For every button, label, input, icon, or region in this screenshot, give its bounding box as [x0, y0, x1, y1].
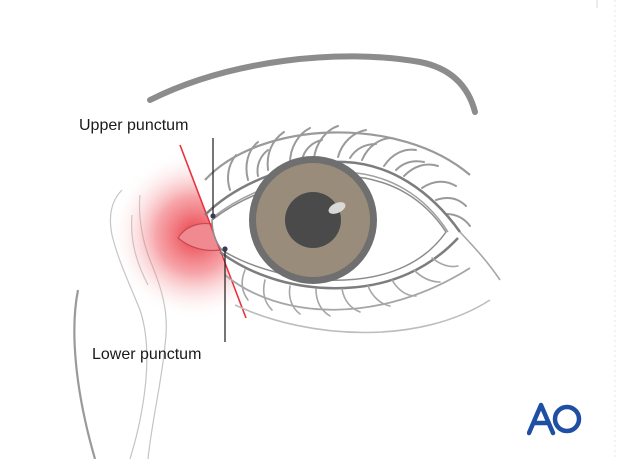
lower-punctum-dot — [222, 246, 228, 252]
face-contour — [73, 289, 97, 459]
upper-lid-margin — [204, 160, 462, 233]
upper-lid-crease — [204, 131, 471, 181]
cheek-contour — [234, 299, 491, 334]
lower-lid-margin — [219, 237, 459, 290]
lower-lid-contour — [224, 267, 471, 311]
eyebrow — [147, 53, 478, 115]
upper-eyelashes — [227, 125, 471, 227]
upper-punctum-label: Upper punctum — [79, 117, 189, 134]
upper-punctum-dot — [210, 213, 216, 219]
eye-highlight — [328, 202, 346, 214]
lateral-lid-line — [459, 231, 501, 281]
ao-logo — [527, 402, 582, 436]
lower-punctum-label: Lower punctum — [92, 346, 202, 363]
pupil — [285, 192, 341, 248]
